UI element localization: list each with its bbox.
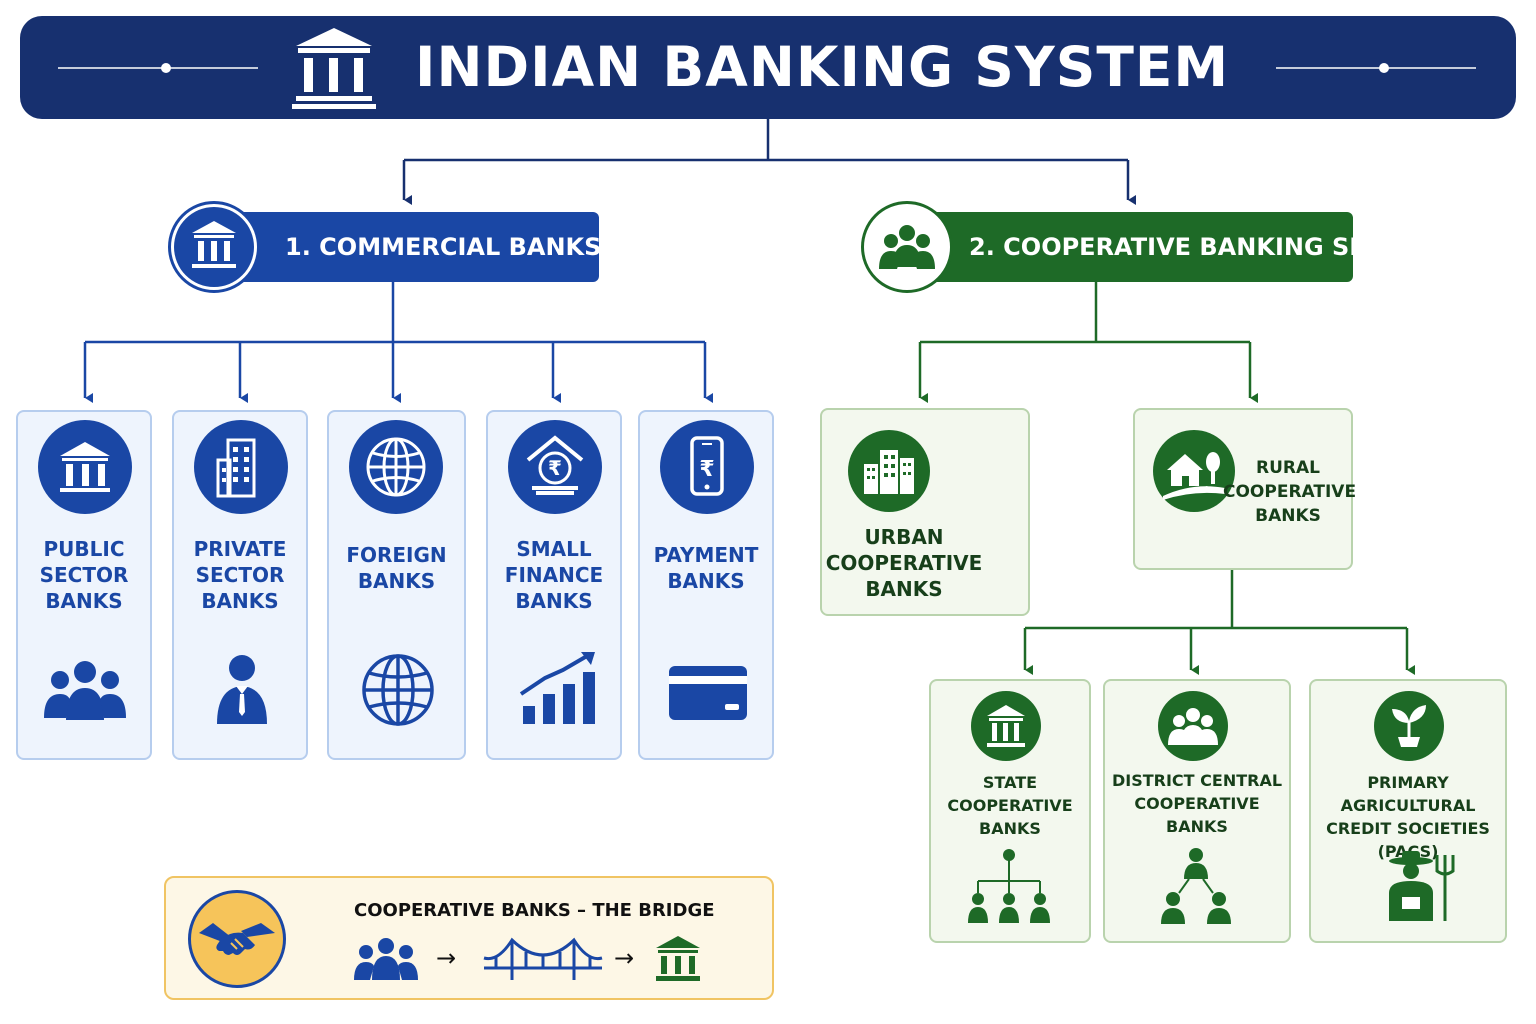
header-banner: INDIAN BANKING SYSTEM <box>20 16 1516 119</box>
card-small-finance-banks: ₹ SMALL FINANCE BANKS <box>486 410 622 760</box>
page-title: INDIAN BANKING SYSTEM <box>415 35 1230 99</box>
city-icon <box>864 450 914 494</box>
businessman-icon <box>217 655 267 724</box>
building-icon-circle <box>194 420 288 514</box>
people-icon-circle <box>1158 691 1228 761</box>
bridge-icon <box>483 937 603 980</box>
card-public-sector-banks: PUBLIC SECTOR BANKS <box>16 410 152 760</box>
rupee-bank-icon-circle: ₹ <box>508 420 602 514</box>
farmer-icon <box>1389 851 1455 921</box>
card-label: DISTRICT CENTRAL COOPERATIVE BANKS <box>1111 771 1283 836</box>
commercial-banks-header: 1. COMMERCIAL BANKS <box>205 212 602 282</box>
farmhouse-icon-circle <box>1153 430 1235 512</box>
cooperative-sector-header: 2. COOPERATIVE BANKING SECTOR <box>905 212 1439 282</box>
card-label: PRIVATE SECTOR BANKS <box>193 537 287 613</box>
bank-icon <box>292 28 376 109</box>
card-state-cooperative-banks: STATE COOPERATIVE BANKS <box>929 679 1091 943</box>
commercial-badge <box>168 201 260 293</box>
globe-icon <box>366 437 426 497</box>
farmhouse-icon <box>1163 452 1225 500</box>
growth-chart-icon <box>519 652 595 724</box>
city-icon-circle <box>848 430 930 512</box>
cooperative-badge <box>861 201 953 293</box>
bank-icon-circle <box>38 420 132 514</box>
svg-text:₹: ₹ <box>548 456 562 480</box>
people-icon <box>879 225 935 269</box>
card-primary-agricultural-credit-societies: PRIMARY AGRICULTURAL CREDIT SOCIETIES (P… <box>1309 679 1507 943</box>
card-district-central-cooperative-banks: DISTRICT CENTRAL COOPERATIVE BANKS <box>1103 679 1291 943</box>
mobile-rupee-icon: ₹ <box>690 436 724 496</box>
ornament-left <box>58 63 258 73</box>
card-payment-banks: ₹ PAYMENT BANKS <box>638 410 774 760</box>
rupee-bank-icon: ₹ <box>526 435 584 495</box>
flow-arrow: → <box>614 944 635 972</box>
people-icon <box>44 661 126 720</box>
building-icon <box>216 438 256 498</box>
sprout-icon <box>1392 705 1426 747</box>
handshake-icon <box>199 923 275 955</box>
globe-icon <box>362 654 434 726</box>
bank-icon-circle <box>971 691 1041 761</box>
people-icon <box>354 938 418 980</box>
svg-text:₹: ₹ <box>699 457 714 482</box>
card-private-sector-banks: PRIVATE SECTOR BANKS <box>172 410 308 760</box>
card-label: URBAN COOPERATIVE BANKS <box>825 525 983 601</box>
card-rural-cooperative-banks: RURAL COOPERATIVE BANKS <box>1133 408 1357 570</box>
bank-icon <box>192 221 236 268</box>
card-urban-cooperative-banks: URBAN COOPERATIVE BANKS <box>820 408 1030 616</box>
card-label: FOREIGN BANKS <box>346 543 447 593</box>
hierarchy-icon <box>968 849 1050 923</box>
globe-icon-circle <box>349 420 443 514</box>
ornament-right <box>1276 63 1476 73</box>
card-label: STATE COOPERATIVE BANKS <box>947 773 1073 838</box>
card-label: SMALL FINANCE BANKS <box>504 537 604 613</box>
bank-icon <box>656 936 700 981</box>
commercial-banks-title: 1. COMMERCIAL BANKS <box>285 233 602 261</box>
flow-arrow: → <box>436 944 457 972</box>
people-icon <box>1168 708 1218 745</box>
card-label: RURAL COOPERATIVE BANKS <box>1223 458 1357 526</box>
pyramid-people-icon <box>1161 848 1231 924</box>
sprout-icon-circle <box>1374 691 1444 761</box>
cooperative-sector-title: 2. COOPERATIVE BANKING SECTOR <box>969 233 1439 261</box>
bank-icon <box>987 705 1025 747</box>
handshake-icon-circle <box>188 890 286 988</box>
mobile-rupee-icon-circle: ₹ <box>660 420 754 514</box>
bridge-title: COOPERATIVE BANKS – THE BRIDGE <box>354 900 715 921</box>
card-label: PAYMENT BANKS <box>653 543 759 593</box>
bank-icon <box>60 442 110 492</box>
card-icon <box>669 666 747 720</box>
card-foreign-banks: FOREIGN BANKS <box>327 410 466 760</box>
bridge-note: COOPERATIVE BANKS – THE BRIDGE → → <box>164 876 774 1000</box>
card-label: PUBLIC SECTOR BANKS <box>39 537 129 613</box>
